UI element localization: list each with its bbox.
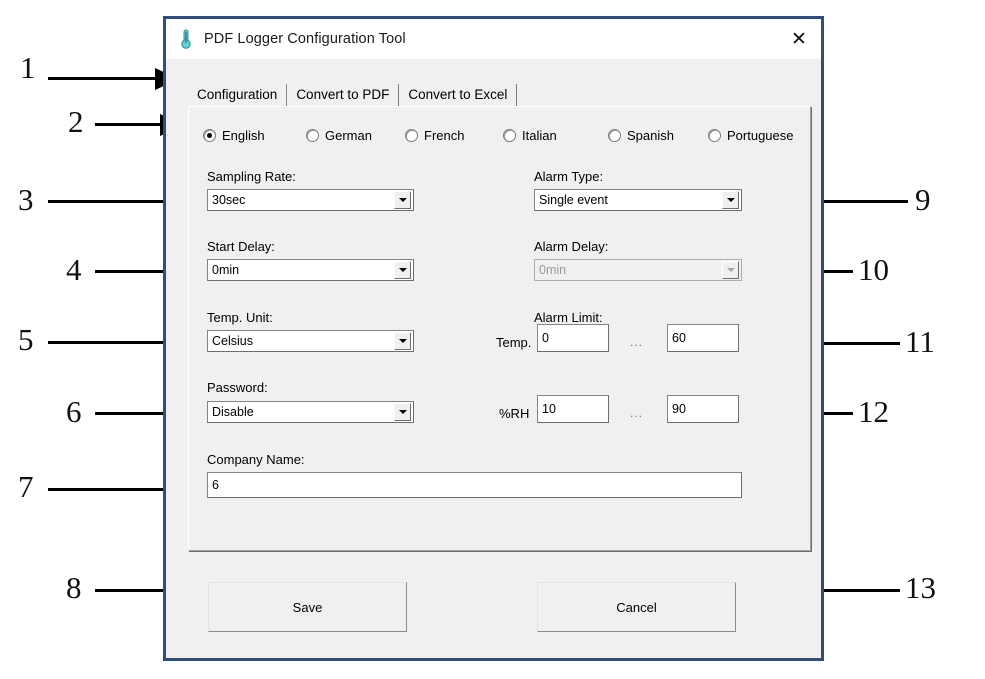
- callout-number-11: 11: [905, 324, 935, 359]
- callout-number-12: 12: [858, 394, 889, 429]
- radio-indicator-spanish: [608, 129, 621, 142]
- alarm-limit-temp-max-input[interactable]: 60: [667, 324, 739, 352]
- callout-number-2: 2: [68, 104, 84, 139]
- password-dropdown[interactable]: Disable: [207, 401, 414, 423]
- callout-number-5: 5: [18, 322, 34, 357]
- callout-line-3: [48, 200, 185, 203]
- callout-number-1: 1: [20, 50, 36, 85]
- radio-portuguese[interactable]: Portuguese: [708, 128, 794, 143]
- callout-number-6: 6: [66, 394, 82, 429]
- radio-indicator-italian: [503, 129, 516, 142]
- radio-german[interactable]: German: [306, 128, 372, 143]
- radio-label-italian: Italian: [522, 128, 557, 143]
- tab-strip: Configuration Convert to PDF Convert to …: [188, 84, 518, 106]
- start-delay-dropdown[interactable]: 0min: [207, 259, 414, 281]
- chevron-down-icon[interactable]: [394, 261, 411, 279]
- callout-number-7: 7: [18, 469, 34, 504]
- alarm-limit-rh-separator: ...: [630, 406, 644, 420]
- sampling-rate-label: Sampling Rate:: [207, 169, 296, 184]
- temp-unit-value: Celsius: [212, 334, 253, 348]
- sampling-rate-dropdown[interactable]: 30sec: [207, 189, 414, 211]
- cancel-button[interactable]: Cancel: [537, 582, 736, 632]
- radio-label-german: German: [325, 128, 372, 143]
- callout-line-6: [95, 412, 185, 415]
- alarm-limit-label: Alarm Limit:: [534, 310, 603, 325]
- language-radio-group: English German French Italian Spanish: [203, 128, 803, 150]
- tab-convert-to-excel[interactable]: Convert to Excel: [399, 84, 518, 106]
- temp-unit-label: Temp. Unit:: [207, 310, 273, 325]
- application-window: PDF Logger Configuration Tool ✕ Configur…: [163, 16, 824, 661]
- callout-line-4: [95, 270, 185, 273]
- alarm-delay-dropdown: 0min: [534, 259, 742, 281]
- radio-indicator-portuguese: [708, 129, 721, 142]
- alarm-limit-rh-min-input[interactable]: 10: [537, 395, 609, 423]
- radio-english[interactable]: English: [203, 128, 265, 143]
- chevron-down-icon: [722, 261, 739, 279]
- callout-line-1: [48, 77, 163, 80]
- chevron-down-icon[interactable]: [394, 403, 411, 421]
- callout-number-3: 3: [18, 182, 34, 217]
- password-value: Disable: [212, 405, 254, 419]
- configuration-panel: English German French Italian Spanish: [188, 106, 811, 551]
- radio-label-spanish: Spanish: [627, 128, 674, 143]
- window-title: PDF Logger Configuration Tool: [204, 31, 406, 47]
- alarm-limit-temp-min-input[interactable]: 0: [537, 324, 609, 352]
- chevron-down-icon[interactable]: [394, 191, 411, 209]
- title-bar: PDF Logger Configuration Tool ✕: [166, 19, 821, 59]
- radio-italian[interactable]: Italian: [503, 128, 557, 143]
- password-label: Password:: [207, 380, 268, 395]
- start-delay-value: 0min: [212, 263, 240, 277]
- save-button[interactable]: Save: [208, 582, 407, 632]
- callout-line-13: [748, 589, 900, 592]
- tab-convert-to-pdf[interactable]: Convert to PDF: [287, 84, 400, 106]
- callout-number-9: 9: [915, 182, 931, 217]
- alarm-delay-label: Alarm Delay:: [534, 239, 609, 254]
- callout-number-10: 10: [858, 252, 889, 287]
- temp-unit-dropdown[interactable]: Celsius: [207, 330, 414, 352]
- company-name-label: Company Name:: [207, 452, 305, 467]
- alarm-limit-temp-separator: ...: [630, 335, 644, 349]
- start-delay-label: Start Delay:: [207, 239, 275, 254]
- sampling-rate-value: 30sec: [212, 193, 246, 207]
- callout-line-9: [775, 200, 908, 203]
- alarm-limit-rh-label: %RH: [499, 406, 530, 421]
- alarm-type-dropdown[interactable]: Single event: [534, 189, 742, 211]
- radio-label-english: English: [222, 128, 265, 143]
- callout-line-8: [95, 589, 210, 592]
- chevron-down-icon[interactable]: [722, 191, 739, 209]
- radio-spanish[interactable]: Spanish: [608, 128, 674, 143]
- callout-line-2: [95, 123, 168, 126]
- callout-number-13: 13: [905, 570, 936, 605]
- thermometer-icon: [176, 28, 196, 50]
- chevron-down-icon[interactable]: [394, 332, 411, 350]
- callout-number-4: 4: [66, 252, 82, 287]
- radio-indicator-german: [306, 129, 319, 142]
- radio-indicator-french: [405, 129, 418, 142]
- close-icon[interactable]: ✕: [791, 28, 807, 50]
- callout-line-11: [760, 342, 900, 345]
- company-name-input[interactable]: 6: [207, 472, 742, 498]
- alarm-delay-value: 0min: [539, 263, 567, 277]
- radio-indicator-english: [203, 129, 216, 142]
- alarm-limit-temp-label: Temp.: [496, 335, 532, 350]
- radio-french[interactable]: French: [405, 128, 464, 143]
- radio-label-portuguese: Portuguese: [727, 128, 794, 143]
- callout-line-5: [48, 341, 185, 344]
- window-body: Configuration Convert to PDF Convert to …: [166, 59, 821, 658]
- alarm-type-label: Alarm Type:: [534, 169, 604, 184]
- callout-line-7: [48, 488, 185, 491]
- tab-configuration[interactable]: Configuration: [188, 84, 288, 106]
- radio-label-french: French: [424, 128, 465, 143]
- alarm-type-value: Single event: [539, 193, 608, 207]
- callout-number-8: 8: [66, 570, 82, 605]
- alarm-limit-rh-max-input[interactable]: 90: [667, 395, 739, 423]
